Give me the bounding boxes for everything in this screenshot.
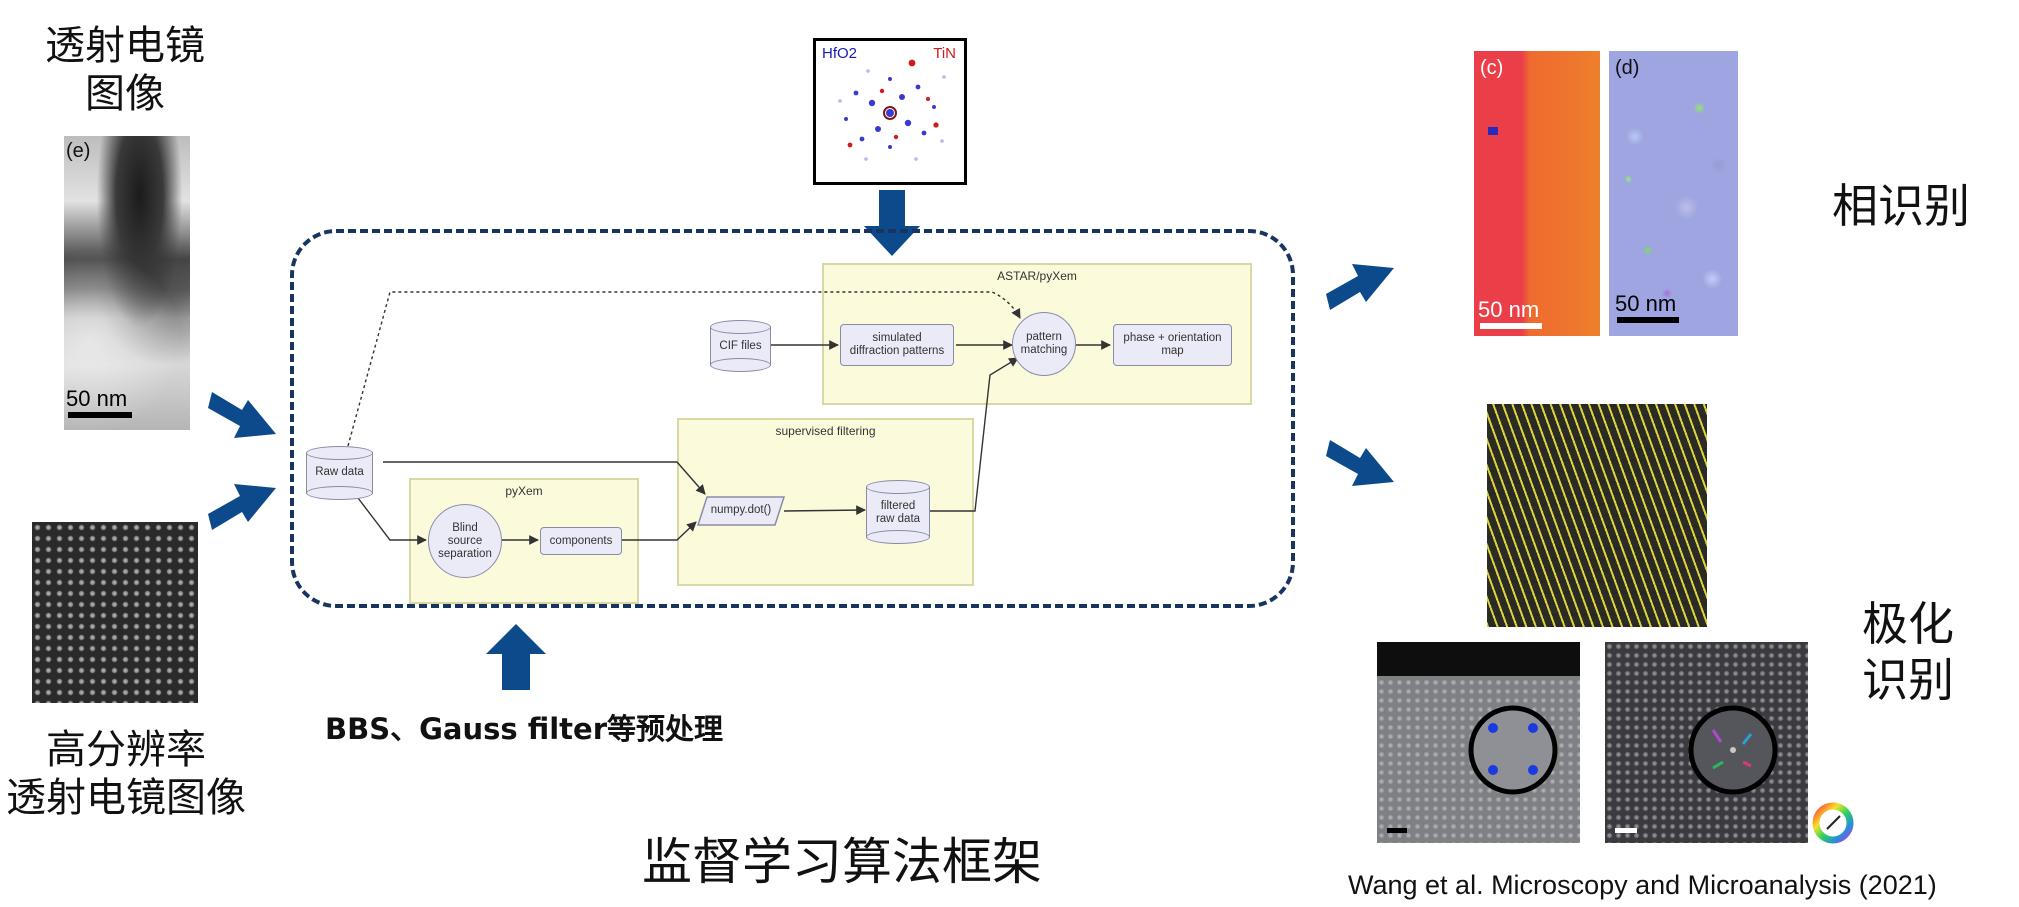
tem-image-label: 透射电镜 图像 (45, 23, 205, 117)
phase-orientation-map-node: phase + orientation map (1113, 324, 1232, 366)
orientation-map-tag: (d) (1615, 57, 1640, 79)
components-node: components (540, 527, 622, 555)
displacement-inset (1688, 705, 1778, 795)
filtered-data-node: filtered raw data (866, 480, 930, 544)
raw-data-node: Raw data (306, 446, 373, 500)
tem-scalebar (68, 412, 132, 418)
pyxem-group-title: pyXem (505, 484, 543, 498)
numpy-dot-node: numpy.dot() (697, 496, 785, 526)
unit-cell-inset (1468, 705, 1558, 795)
filtered-data-label: filtered raw data (875, 500, 921, 525)
blind-source-separation-node: Blind source separation (428, 504, 502, 578)
diffraction-pattern-image: HfO2 TiN (813, 38, 967, 185)
orientation-map-scale-label: 50 nm (1615, 291, 1677, 316)
framework-frame (290, 229, 1295, 608)
tem-scale-label: 50 nm (66, 386, 128, 411)
arrow-down-icon (864, 190, 920, 256)
arrow-out-up-icon (1326, 264, 1394, 310)
phase-map-tag: (c) (1480, 57, 1504, 79)
atomic-map-image-b (1605, 642, 1808, 843)
phase-map-image: (c) 50 nm (1474, 51, 1600, 336)
atomic-map-a-scalebar (1387, 828, 1407, 833)
atomic-map-b-scalebar (1615, 828, 1637, 833)
numpy-dot-label: numpy.dot() (710, 504, 772, 516)
tem-panel-tag: (e) (66, 140, 91, 162)
citation: Wang et al. Microscopy and Microanalysis… (1348, 870, 1937, 900)
astar-group-title: ASTAR/pyXem (997, 269, 1077, 283)
hrtem-image (32, 522, 198, 703)
hfo2-label: HfO2 (822, 45, 858, 62)
orientation-map-scalebar (1617, 317, 1679, 323)
supervised-group-title: supervised filtering (775, 424, 876, 438)
pattern-matching-node: pattern matching (1012, 312, 1076, 376)
phase-map-inclusion (1488, 127, 1498, 135)
preprocess-label: BBS、Gauss filter等预处理 (325, 712, 723, 746)
diffraction-spots (838, 59, 946, 161)
arrow-right-down-icon (208, 392, 276, 438)
phase-map-scale-label: 50 nm (1478, 297, 1540, 322)
arrow-up-icon (486, 624, 546, 690)
phase-identification-label: 相识别 (1832, 179, 1970, 233)
polarization-identification-label: 极化 识别 (1862, 597, 1954, 707)
arrow-right-up-icon (208, 484, 276, 530)
raw-data-label: Raw data (315, 466, 364, 478)
orientation-map-image: (d) 50 nm (1609, 51, 1738, 336)
simulated-patterns-node: simulated diffraction patterns (840, 324, 954, 366)
color-wheel-icon (1812, 802, 1854, 844)
atomic-map-image-a (1377, 642, 1580, 843)
tin-label: TiN (933, 45, 956, 62)
phase-map-scalebar (1480, 323, 1542, 329)
arrow-out-down-icon (1326, 440, 1394, 486)
tem-image: (e) 50 nm (64, 136, 190, 430)
polarization-vector-image (1487, 404, 1707, 627)
hrtem-image-label: 高分辨率 透射电镜图像 (6, 727, 246, 821)
framework-title: 监督学习算法框架 (642, 833, 1042, 891)
cif-files-label: CIF files (719, 340, 762, 352)
cif-files-node: CIF files (710, 320, 771, 372)
